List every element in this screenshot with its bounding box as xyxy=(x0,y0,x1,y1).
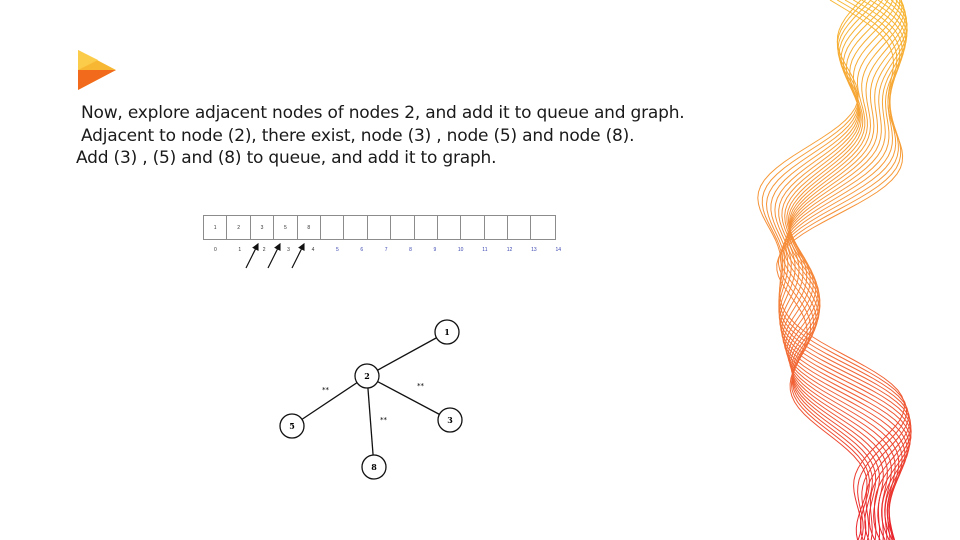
queue-cell: 5 xyxy=(274,216,298,239)
queue-cell xyxy=(321,216,345,239)
wave-line xyxy=(784,0,906,540)
pointer-arrow xyxy=(245,242,259,269)
queue-cell xyxy=(344,216,368,239)
queue-index: 3 xyxy=(287,247,290,253)
queue-index: 10 xyxy=(457,247,464,253)
wave-line xyxy=(765,0,910,540)
bfs-graph: ** ** ** 1 2 3 5 8 xyxy=(279,319,463,480)
wave-line xyxy=(786,0,906,540)
wave-line xyxy=(774,0,912,540)
graph-node xyxy=(434,319,460,345)
queue-cell xyxy=(485,216,509,239)
graph-edge xyxy=(366,375,451,421)
queue-cell xyxy=(508,216,532,239)
queue-pointer-arrows xyxy=(245,242,305,269)
edge-label: ** xyxy=(417,382,425,390)
queue-cell: 2 xyxy=(227,216,251,239)
instruction-text: Now, explore adjacent nodes of nodes 2, … xyxy=(76,102,716,170)
graph-node xyxy=(279,413,305,439)
play-logo-icon xyxy=(78,50,116,90)
wave-line xyxy=(776,0,904,540)
queue-cell xyxy=(415,216,438,239)
queue-cell: 8 xyxy=(298,216,321,239)
wave-line xyxy=(770,0,911,540)
graph-node xyxy=(361,454,387,480)
queue-cell: 3 xyxy=(251,216,275,239)
graph-node-label: 3 xyxy=(447,415,453,425)
queue-cell xyxy=(391,216,415,239)
wave-line xyxy=(783,0,905,540)
queue-cell xyxy=(368,216,392,239)
queue-index: 13 xyxy=(531,247,537,253)
graph-node-label: 2 xyxy=(364,371,370,381)
wave-line xyxy=(761,0,907,540)
queue-cell xyxy=(461,216,485,239)
queue-index: 5 xyxy=(335,247,339,253)
wave-line xyxy=(757,0,905,540)
graph-node-label: 1 xyxy=(444,327,450,337)
queue-cell: 1 xyxy=(204,216,228,239)
edge-label: ** xyxy=(380,416,388,424)
graph-node xyxy=(354,363,380,389)
queue-index: 4 xyxy=(311,247,315,253)
queue-index: 6 xyxy=(360,247,364,253)
queue-index: 12 xyxy=(506,247,513,253)
edge-label: ** xyxy=(322,386,330,394)
pointer-arrow xyxy=(291,242,305,269)
graph-node-label: 5 xyxy=(289,421,295,431)
graph-edge xyxy=(291,375,368,427)
graph-edge xyxy=(366,375,375,468)
instruction-line-1: Now, explore adjacent nodes of nodes 2, … xyxy=(81,103,685,123)
queue-index: 8 xyxy=(409,247,412,253)
queue-index: 11 xyxy=(482,247,488,253)
graph-node-label: 8 xyxy=(371,462,377,472)
graph-edge xyxy=(366,331,448,377)
instruction-line-3: Add (3) , (5) and (8) to queue, and add … xyxy=(76,148,497,168)
queue-index: 2 xyxy=(262,247,266,253)
queue-index: 7 xyxy=(384,247,388,253)
pointer-arrow xyxy=(267,242,281,269)
queue-index: 0 xyxy=(214,247,217,253)
decorative-wave xyxy=(757,0,912,540)
queue-cell xyxy=(438,216,462,239)
queue-index: 9 xyxy=(433,247,437,253)
wave-line xyxy=(784,0,907,540)
graph-node xyxy=(437,407,463,433)
instruction-line-2: Adjacent to node (2), there exist, node … xyxy=(81,125,635,146)
queue-cell xyxy=(531,216,554,239)
wave-line xyxy=(786,0,908,540)
queue-index: 1 xyxy=(238,247,242,253)
queue-index: 14 xyxy=(555,247,562,253)
